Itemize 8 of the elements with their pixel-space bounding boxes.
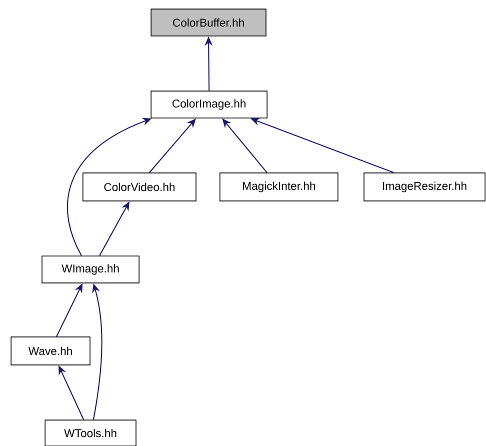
file-box: MagickInter.hh [220, 172, 338, 202]
file-box: ColorBuffer.hh [150, 8, 266, 36]
file-box: Wave.hh [10, 336, 90, 366]
file-box: ColorImage.hh [150, 90, 268, 118]
file-box: WImage.hh [42, 256, 140, 284]
file-box: WTools.hh [44, 420, 136, 446]
file-box: ColorVideo.hh [82, 172, 196, 202]
file-box: ImageResizer.hh [364, 172, 486, 202]
